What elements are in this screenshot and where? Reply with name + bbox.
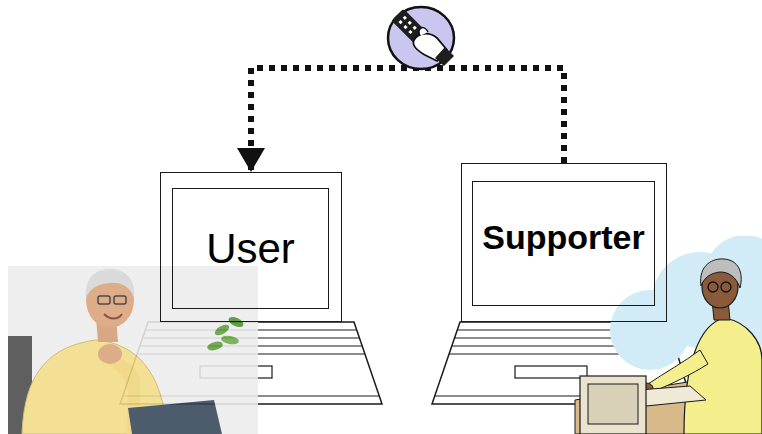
screen-panel: User <box>172 188 329 309</box>
monitor-back <box>588 384 638 424</box>
glasses <box>114 296 126 304</box>
laptop-screen: User <box>160 172 342 322</box>
screen-label: Supporter <box>482 220 644 254</box>
plant-leaf <box>220 334 239 345</box>
monitor <box>580 376 646 434</box>
hair <box>701 259 742 288</box>
photo-ground <box>8 266 258 434</box>
arm <box>648 350 708 392</box>
user-photo <box>8 266 258 434</box>
glasses <box>708 282 718 292</box>
plant-leaf <box>206 340 224 352</box>
remote-button <box>408 30 412 34</box>
tablet <box>128 400 222 434</box>
cloud <box>610 290 690 370</box>
remote-button <box>398 20 402 24</box>
hair <box>86 269 134 298</box>
remote-button <box>403 25 407 29</box>
smile <box>104 314 122 319</box>
touchpad <box>515 366 587 378</box>
remote-button <box>408 21 412 25</box>
glasses <box>721 282 731 292</box>
icon-circle <box>388 7 454 69</box>
remote-button <box>413 26 417 30</box>
laptop-screen: Supporter <box>461 163 667 322</box>
remote-link <box>251 68 564 172</box>
thumb <box>419 28 428 36</box>
glasses <box>98 296 110 304</box>
screen-panel: Supporter <box>472 181 655 306</box>
remote-button <box>403 16 407 20</box>
plant-leaf <box>213 323 231 338</box>
plant-leaf <box>227 315 245 329</box>
remote-control-icon <box>388 7 454 69</box>
shirt <box>684 318 762 434</box>
fist <box>98 344 122 364</box>
screen-label: User <box>206 228 295 270</box>
supporter-clipart <box>575 236 762 434</box>
cuff <box>435 47 454 66</box>
